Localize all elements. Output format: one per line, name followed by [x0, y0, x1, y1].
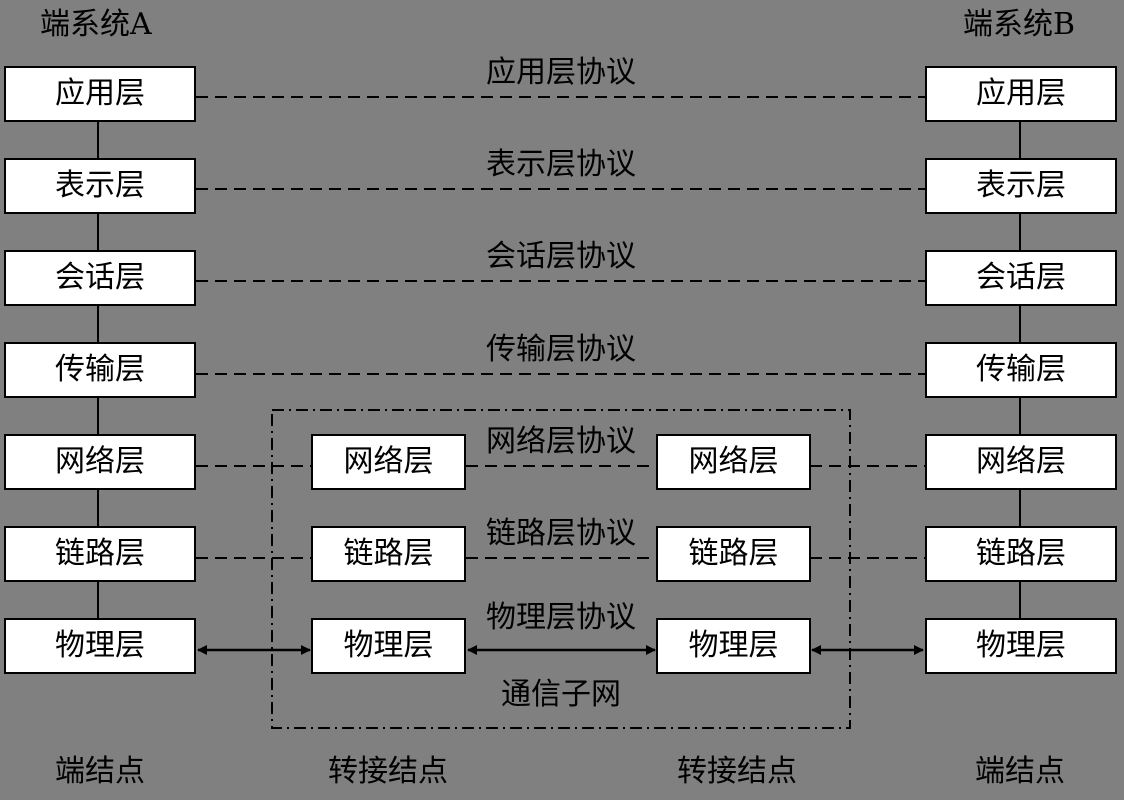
protocol-label-transport: 传输层协议: [486, 332, 636, 367]
relay-2-physical-layer: 物理层: [656, 618, 811, 674]
end-b-link-layer: 链路层: [925, 526, 1117, 582]
end-system-b-title: 端系统B: [963, 7, 1076, 42]
end-a-link-layer: 链路层: [4, 526, 196, 582]
end-a-network-layer: 网络层: [4, 434, 196, 490]
relay-1-physical-layer: 物理层: [311, 618, 466, 674]
end-a-application-layer: 应用层: [4, 66, 196, 122]
protocol-label-network: 网络层协议: [486, 424, 636, 459]
protocol-label-application: 应用层协议: [486, 55, 636, 90]
protocol-label-presentation: 表示层协议: [486, 147, 636, 182]
end-a-presentation-layer: 表示层: [4, 158, 196, 214]
end-a-physical-layer: 物理层: [4, 618, 196, 674]
subnet-boundary: [271, 409, 851, 729]
end-a-transport-layer: 传输层: [4, 342, 196, 398]
relay-1-link-layer: 链路层: [311, 526, 466, 582]
protocol-label-link: 链路层协议: [486, 516, 636, 551]
relay-2-network-layer: 网络层: [656, 434, 811, 490]
subnet-label: 通信子网: [501, 677, 621, 712]
protocol-label-physical: 物理层协议: [486, 600, 636, 635]
relay-node-label-1: 转接结点: [328, 754, 448, 789]
end-a-session-layer: 会话层: [4, 250, 196, 306]
end-b-transport-layer: 传输层: [925, 342, 1117, 398]
end-b-session-layer: 会话层: [925, 250, 1117, 306]
end-node-label-a: 端结点: [55, 754, 145, 789]
relay-1-network-layer: 网络层: [311, 434, 466, 490]
end-system-a-title: 端系统A: [40, 7, 152, 42]
end-b-network-layer: 网络层: [925, 434, 1117, 490]
end-b-presentation-layer: 表示层: [925, 158, 1117, 214]
protocol-label-session: 会话层协议: [486, 239, 636, 274]
end-b-application-layer: 应用层: [925, 66, 1117, 122]
end-node-label-b: 端结点: [975, 754, 1065, 789]
relay-node-label-2: 转接结点: [677, 754, 797, 789]
end-b-physical-layer: 物理层: [925, 618, 1117, 674]
relay-2-link-layer: 链路层: [656, 526, 811, 582]
